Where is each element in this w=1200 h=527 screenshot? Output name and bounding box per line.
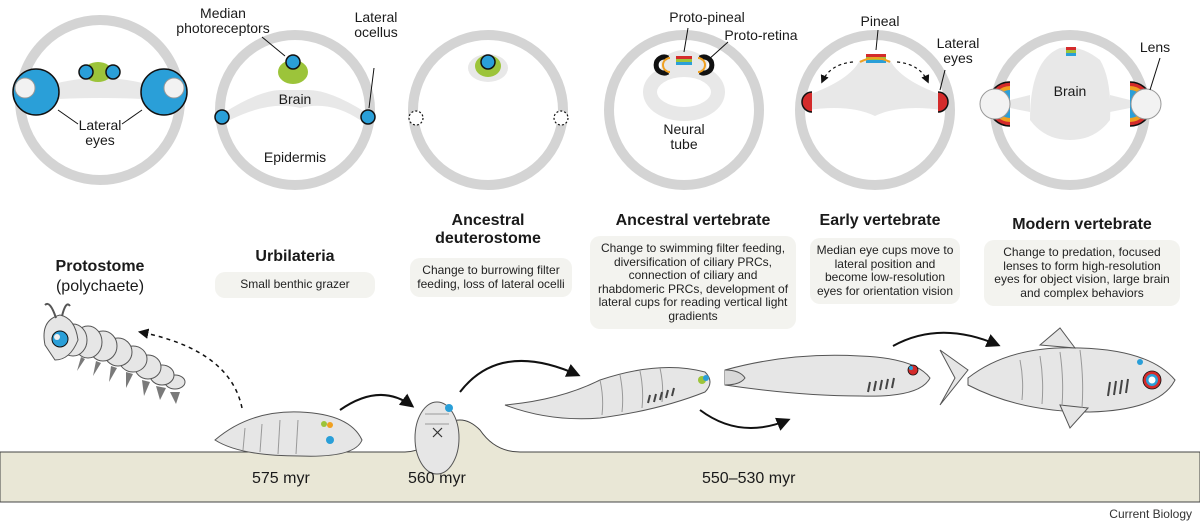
stage-title-ancestral-vertebrate: Ancestral vertebrate [615, 212, 771, 229]
label-brain: Brain [278, 91, 312, 107]
label-lateral-ocellus: Lateral ocellus [354, 9, 398, 40]
stage-description-ancestral-vertebrate: Change to swimming filter feeding, diver… [590, 236, 796, 329]
label-lateral-eyes-early: Lateral eyes [936, 35, 980, 66]
stage-title-protostome: Protostome [55, 258, 145, 275]
arrow-to-protostome [137, 328, 243, 409]
stage-description-urbilateria: Small benthic grazer [215, 272, 375, 298]
label-epidermis: Epidermis [263, 149, 327, 165]
label-pineal: Pineal [860, 13, 900, 29]
stage-subtitle-protostome: (polychaete) [55, 278, 145, 295]
stage-title-ancestral-deuterostome: Ancestral deuterostome [435, 212, 541, 247]
age-575: 575 myr [252, 470, 310, 487]
label-proto-pineal: Proto-pineal [669, 9, 745, 25]
figure-credit: Current Biology [1109, 507, 1192, 521]
section-ancestral-deuterostome [408, 30, 569, 190]
stage-description-modern-vertebrate: Change to predation, focused lenses to f… [984, 240, 1180, 306]
urbilateria-illustration [214, 411, 363, 457]
stage-description-early-vertebrate: Median eye cups move to lateral position… [810, 238, 960, 304]
stage-description-ancestral-deuterostome: Change to burrowing filter feeding, loss… [410, 258, 572, 297]
section-modern-vertebrate [979, 30, 1162, 190]
label-lens: Lens [1139, 39, 1171, 55]
section-ancestral-vertebrate [604, 27, 764, 190]
label-median-photoreceptors: Median photoreceptors [176, 5, 270, 36]
section-urbilateria [214, 30, 376, 190]
arrow-urbilateria-to-deuterostome [339, 393, 415, 411]
label-proto-retina: Proto-retina [724, 27, 798, 43]
stage-title-modern-vertebrate: Modern vertebrate [1012, 216, 1152, 233]
arrow-early-to-modern [892, 331, 1001, 347]
label-neural-tube: Neural tube [663, 121, 705, 152]
arrow-vertebrate-to-early [699, 409, 791, 431]
deuterostome-illustration [414, 401, 460, 475]
median-photoreceptor-right [105, 64, 121, 80]
section-early-vertebrate [795, 29, 955, 190]
modern-vertebrate-illustration [939, 327, 1176, 429]
section-protostome [12, 15, 188, 185]
age-550-530: 550–530 myr [702, 470, 796, 487]
polychaete-illustration [43, 302, 186, 404]
stage-title-urbilateria: Urbilateria [255, 248, 335, 265]
label-brain-modern: Brain [1053, 83, 1087, 99]
early-vertebrate-illustration [724, 354, 931, 397]
ancestral-vertebrate-illustration [504, 367, 711, 420]
median-photoreceptor-left [78, 64, 94, 80]
stage-title-early-vertebrate: Early vertebrate [819, 212, 941, 229]
age-560: 560 myr [408, 470, 466, 487]
label-lateral-eyes: Lateral eyes [78, 117, 122, 148]
arrow-deuterostome-to-vertebrate [459, 359, 581, 393]
seafloor [0, 419, 1200, 503]
